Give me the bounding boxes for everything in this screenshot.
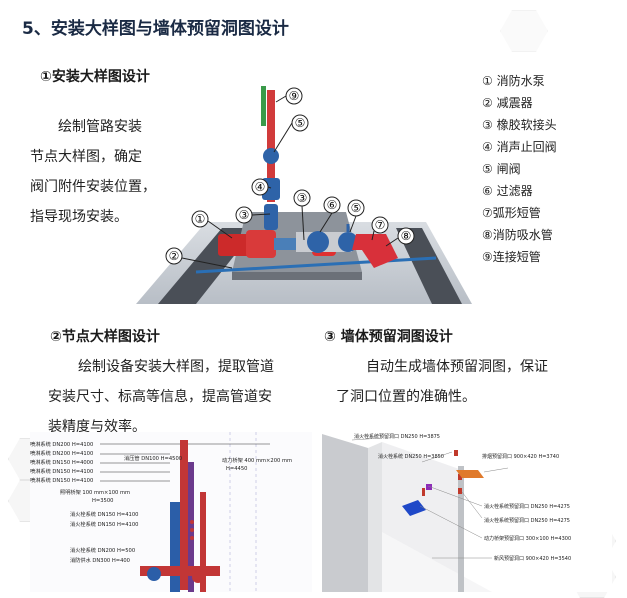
legend-item: ④ 消声止回阀 bbox=[482, 140, 557, 154]
section1-line: 阀门附件安装位置， bbox=[30, 179, 156, 195]
callout-8: ⑧ bbox=[401, 229, 412, 243]
section2-heading: ②节点大样图设计 bbox=[50, 329, 160, 345]
smoke-duct-opening bbox=[456, 470, 484, 478]
section1-heading: ①安装大样图设计 bbox=[40, 69, 150, 85]
callout-1: ① bbox=[195, 212, 206, 226]
node-label: 喷淋系统 DN150 H=4100 bbox=[30, 467, 93, 475]
node-label: H=3500 bbox=[92, 498, 113, 504]
node-label: 消火栓系统 DN200 H=500 bbox=[70, 546, 135, 554]
fire-pipe-opening bbox=[426, 484, 432, 490]
node-label: 消火栓系统 DN150 H=4100 bbox=[70, 510, 138, 518]
component-legend: ① 消防水泵 ② 减震器 ③ 橡胶软接头 ④ 消声止回阀 ⑤ 闸阀 ⑥ 过滤器 … bbox=[482, 70, 557, 268]
legend-item: ① 消防水泵 bbox=[482, 74, 545, 88]
filter bbox=[307, 231, 329, 253]
wall-label: 消火栓系统预留洞口 DN250 H=4275 bbox=[484, 503, 570, 510]
gate-valve-upper bbox=[263, 148, 279, 164]
section2-line: 安装尺寸、标高等信息，提高管道安 bbox=[48, 389, 272, 405]
page-title: 5、安装大样图与墙体预留洞图设计 bbox=[22, 19, 289, 39]
node-label: 消压管 DN100 H=4500 bbox=[124, 454, 182, 462]
floor-pipe bbox=[195, 256, 437, 274]
node-label: 照明桥架 100 mm×100 mm bbox=[60, 488, 130, 496]
node-detail-drawing: 喷淋系统 DN200 H=4100 喷淋系统 DN200 H=4100 喷淋系统… bbox=[30, 432, 312, 592]
section2-line: 装精度与效率。 bbox=[48, 419, 146, 435]
wall-label: 动力桥架预留洞口 300×100 H=4300 bbox=[484, 535, 571, 542]
node-label: 消火栓系统 DN150 H=4100 bbox=[70, 520, 138, 528]
purple-riser bbox=[188, 462, 194, 592]
callout-9: ⑨ bbox=[289, 89, 300, 103]
section3-line: 自动生成墙体预留洞图，保证 bbox=[366, 359, 548, 375]
blue-riser bbox=[170, 502, 180, 592]
power-tray-opening bbox=[402, 500, 426, 516]
legend-item: ⑨连接短管 bbox=[482, 250, 541, 264]
section2-text: 绘制设备安装大样图，提取管道 安装尺寸、标高等信息，提高管道安 装精度与效率。 bbox=[48, 352, 274, 442]
wall-label: 消火栓系统预留洞口 DN250 H=3875 bbox=[354, 433, 440, 440]
node-label: H=4450 bbox=[226, 466, 247, 472]
section1-line: 节点大样图，确定 bbox=[30, 149, 142, 165]
node-label: 消防供水 DN300 H=400 bbox=[70, 556, 130, 564]
callout-2: ② bbox=[169, 249, 180, 263]
callout-4: ④ bbox=[255, 180, 266, 194]
section3-text: 自动生成墙体预留洞图，保证 了洞口位置的准确性。 bbox=[336, 352, 548, 412]
callout-6: ⑥ bbox=[327, 198, 338, 212]
section3-heading: ③ 墙体预留洞图设计 bbox=[324, 329, 453, 345]
section3-line: 了洞口位置的准确性。 bbox=[336, 389, 476, 405]
wall-label: 消火栓系统 DN250 H=3850 bbox=[378, 453, 444, 460]
red-riser bbox=[180, 440, 188, 590]
pump-installation-illustration: ① ② ③ ④ ③ ⑥ ⑤ ⑤ ⑦ ⑧ ⑨ bbox=[136, 86, 472, 304]
wall-opening-drawing: 消火栓系统预留洞口 DN250 H=3875 消火栓系统 DN250 H=385… bbox=[322, 428, 612, 592]
wall-label: 消火栓系统预留洞口 DN250 H=4275 bbox=[484, 517, 570, 524]
elbow-pipe bbox=[352, 234, 398, 268]
left-wall bbox=[322, 434, 368, 592]
section1-text: 绘制管路安装 节点大样图，确定 阀门附件安装位置， 指导现场安装。 bbox=[30, 112, 156, 232]
callout-3a: ③ bbox=[239, 208, 250, 222]
legend-item: ⑧消防吸水管 bbox=[482, 228, 553, 242]
callout-5a: ⑤ bbox=[295, 116, 306, 130]
pump-base-edge bbox=[232, 272, 362, 280]
wall-label: 新风预留洞口 900×420 H=3540 bbox=[494, 555, 571, 562]
trench-right bbox=[396, 228, 462, 304]
node-label: 动力桥架 400 mm×200 mm bbox=[222, 456, 292, 464]
legend-item: ② 减震器 bbox=[482, 96, 533, 110]
section2-line: 绘制设备安装大样图，提取管道 bbox=[78, 359, 274, 375]
legend-item: ③ 橡胶软接头 bbox=[482, 118, 557, 132]
legend-item: ⑥ 过滤器 bbox=[482, 184, 533, 198]
wall-edge bbox=[458, 466, 464, 592]
callout-7: ⑦ bbox=[375, 218, 386, 232]
green-pipe bbox=[261, 86, 266, 126]
legend-item: ⑤ 闸阀 bbox=[482, 162, 521, 176]
node-label: 喷淋系统 DN150 H=4100 bbox=[30, 476, 93, 484]
riser-pipe bbox=[267, 90, 275, 202]
section1-line: 绘制管路安装 bbox=[58, 119, 142, 135]
node-label: 喷淋系统 DN200 H=4100 bbox=[30, 449, 93, 457]
callout-5b: ⑤ bbox=[351, 201, 362, 215]
node-label: 喷淋系统 DN200 H=4100 bbox=[30, 440, 93, 448]
callout-3b: ③ bbox=[297, 191, 308, 205]
soft-joint bbox=[264, 204, 278, 230]
legend-item: ⑦弧形短管 bbox=[482, 206, 541, 220]
section1-line: 指导现场安装。 bbox=[30, 209, 128, 225]
pump-motor bbox=[218, 234, 254, 256]
node-label: 喷淋系统 DN150 H=4000 bbox=[30, 458, 93, 466]
wall-label: 排烟预留洞口 900×420 H=3740 bbox=[482, 453, 559, 460]
pump-body bbox=[246, 230, 276, 258]
